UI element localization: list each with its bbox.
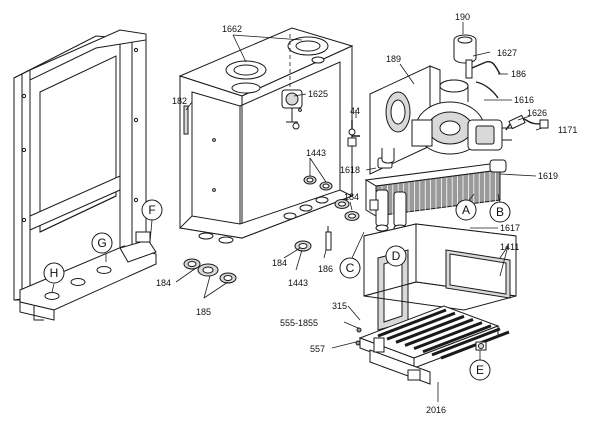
label-186-bottom: 186 bbox=[318, 264, 333, 274]
combustion-fan bbox=[411, 79, 512, 155]
label-190: 190 bbox=[455, 12, 470, 22]
burner-assembly bbox=[355, 305, 510, 385]
label-1443-bottom: 1443 bbox=[288, 278, 308, 288]
label-184-left: 184 bbox=[156, 278, 171, 288]
burner-bar bbox=[422, 324, 492, 354]
label-315: 315 bbox=[332, 301, 347, 311]
callout-E: E bbox=[476, 363, 484, 377]
label-2016: 2016 bbox=[426, 405, 446, 415]
sensor-fitting bbox=[347, 120, 360, 147]
label-1618: 1618 bbox=[340, 165, 360, 175]
boiler-casing bbox=[178, 27, 354, 244]
label-1616: 1616 bbox=[514, 95, 534, 105]
letter-callouts: A B C D E F G H bbox=[43, 199, 511, 381]
burner-bar bbox=[404, 318, 474, 347]
label-184-right: 184 bbox=[344, 192, 359, 202]
burner-bar bbox=[395, 314, 465, 344]
burner-bar bbox=[440, 330, 510, 360]
burner-bar bbox=[413, 321, 483, 351]
callout-B: B bbox=[496, 205, 504, 219]
callout-G: G bbox=[97, 236, 106, 250]
callout-D: D bbox=[392, 249, 401, 263]
label-1625: 1625 bbox=[308, 89, 328, 99]
label-1619: 1619 bbox=[538, 171, 558, 181]
label-1662: 1662 bbox=[222, 24, 242, 34]
label-182: 182 bbox=[172, 96, 187, 106]
sample-port bbox=[465, 59, 501, 99]
label-185: 185 bbox=[196, 307, 211, 317]
label-555-1855: 555-1855 bbox=[280, 318, 318, 328]
callout-A: A bbox=[462, 203, 470, 217]
wall-frame bbox=[13, 29, 157, 321]
label-557: 557 bbox=[310, 344, 325, 354]
label-189: 189 bbox=[386, 54, 401, 64]
flue-adaptor bbox=[453, 34, 477, 64]
label-1627: 1627 bbox=[497, 48, 517, 58]
label-1626: 1626 bbox=[527, 108, 547, 118]
callout-C: C bbox=[346, 261, 355, 275]
label-44: 44 bbox=[350, 106, 360, 116]
part-labels: 1662 190 189 1627 186 182 1625 1616 1626… bbox=[156, 12, 577, 415]
grommets-right bbox=[303, 175, 360, 221]
burner-bar bbox=[377, 308, 447, 338]
leader-lines bbox=[51, 22, 543, 402]
combustion-chamber bbox=[363, 223, 517, 331]
label-186-top: 186 bbox=[511, 69, 526, 79]
pressure-switch bbox=[281, 89, 303, 130]
label-1617: 1617 bbox=[500, 223, 520, 233]
callout-H: H bbox=[50, 266, 59, 280]
callout-F: F bbox=[148, 203, 155, 217]
burner-bar bbox=[431, 327, 501, 357]
label-184-mid: 184 bbox=[272, 258, 287, 268]
label-1443-top: 1443 bbox=[306, 148, 326, 158]
label-1171: 1171 bbox=[558, 125, 577, 135]
burner-bar bbox=[386, 311, 456, 341]
heat-exchanger bbox=[364, 148, 507, 232]
label-1411: 1411 bbox=[500, 242, 519, 252]
